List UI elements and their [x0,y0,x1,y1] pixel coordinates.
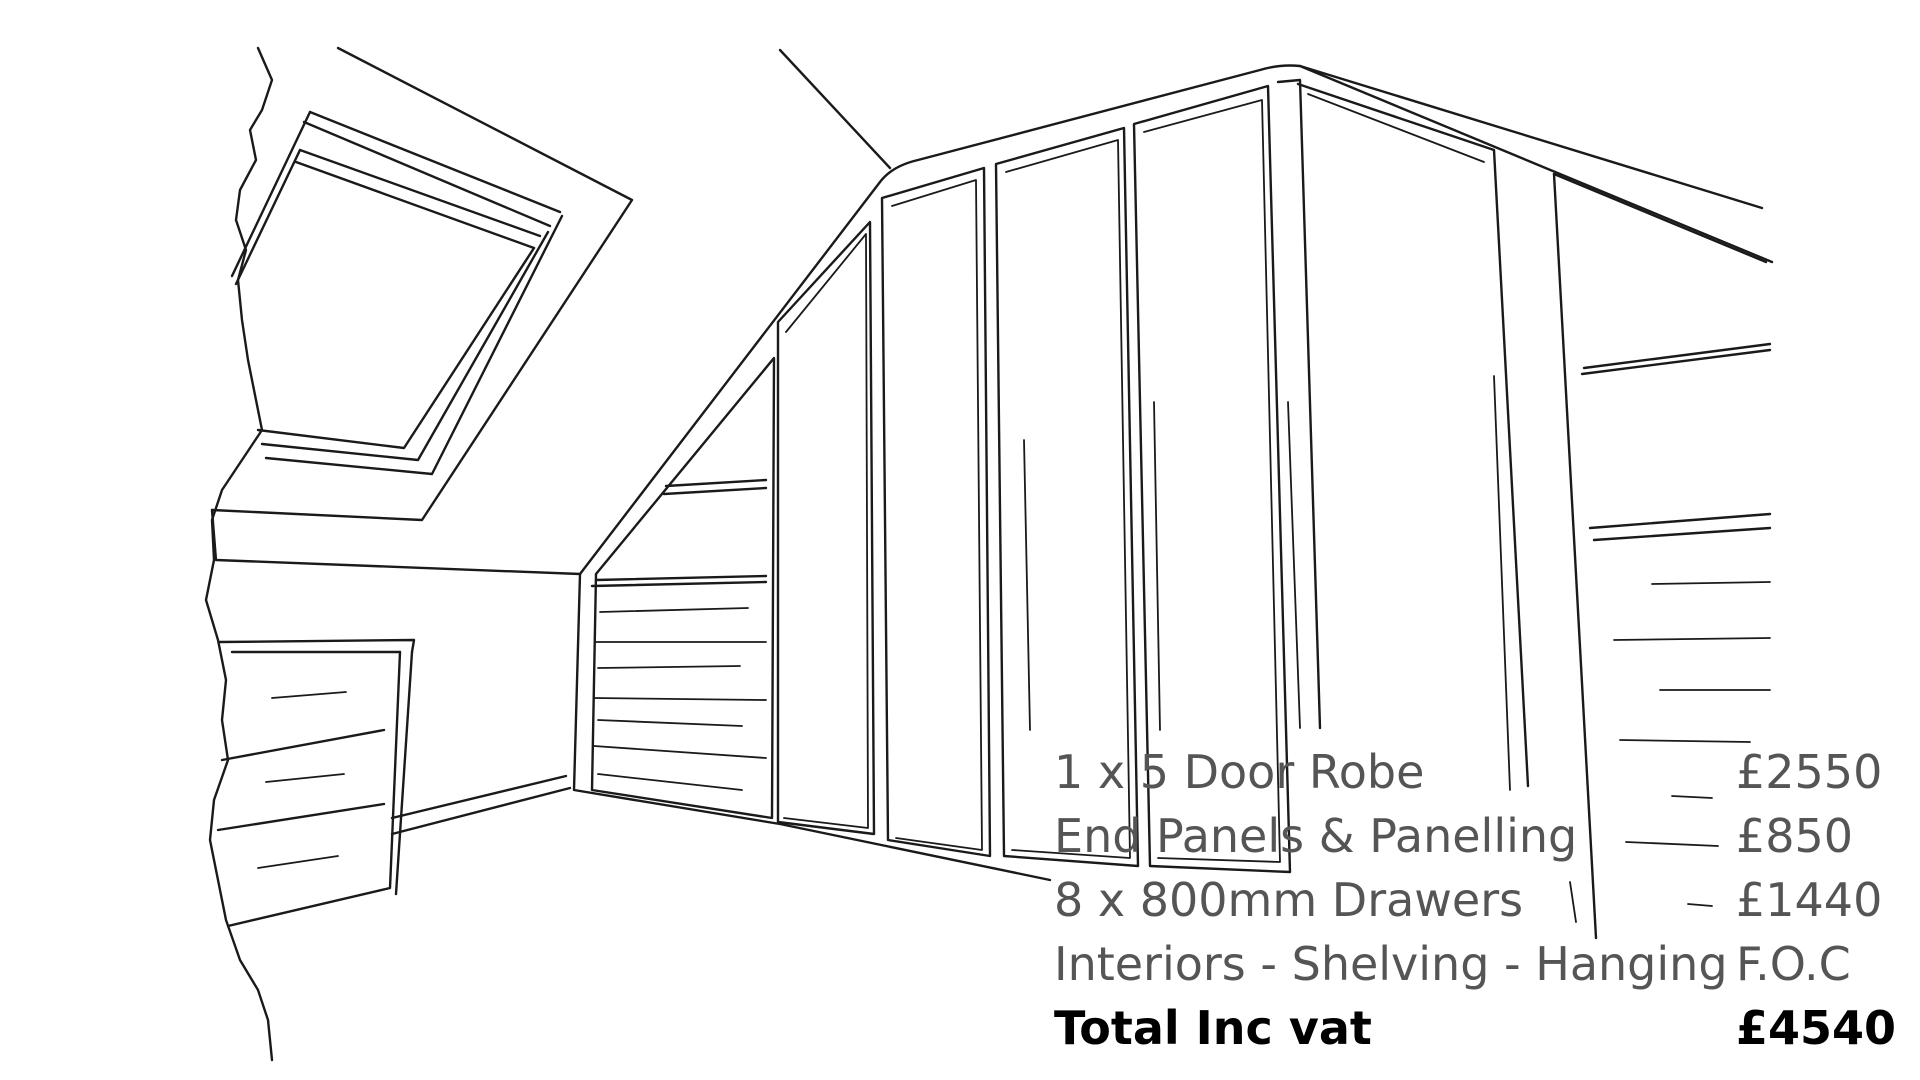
skylight-window [210,46,634,522]
quote-item-label: 1 x 5 Door Robe [1054,745,1425,799]
price-quote: 1 x 5 Door Robe £2550 End Panels & Panel… [1054,740,1896,1060]
quote-item-price: £1440 [1736,873,1883,927]
quote-line: 8 x 800mm Drawers £1440 [1054,868,1882,932]
wardrobe-outline [572,64,1774,882]
torn-left-edge [204,46,274,1062]
quote-item-label: 8 x 800mm Drawers [1054,873,1524,927]
quote-total-price: £4540 [1736,1001,1897,1055]
quote-line: Interiors - Shelving - Hanging F.O.C [1054,932,1874,996]
quote-total-label: Total Inc vat [1054,1001,1372,1055]
wardrobe-doors [776,78,1530,874]
right-shelving [1552,172,1772,940]
quote-item-price: F.O.C [1736,937,1851,991]
quote-item-label: Interiors - Shelving - Hanging [1054,937,1728,991]
quote-line: End Panels & Panelling £850 [1054,804,1874,868]
quote-item-price: £2550 [1736,745,1883,799]
quote-line: 1 x 5 Door Robe £2550 [1054,740,1882,804]
quote-item-label: End Panels & Panelling [1054,809,1578,863]
quote-total-line: Total Inc vat £4540 [1054,996,1896,1060]
ceiling-apex-line [778,48,892,170]
drawer-cabinet [590,356,776,820]
left-wall [210,508,582,928]
quote-item-price: £850 [1736,809,1854,863]
